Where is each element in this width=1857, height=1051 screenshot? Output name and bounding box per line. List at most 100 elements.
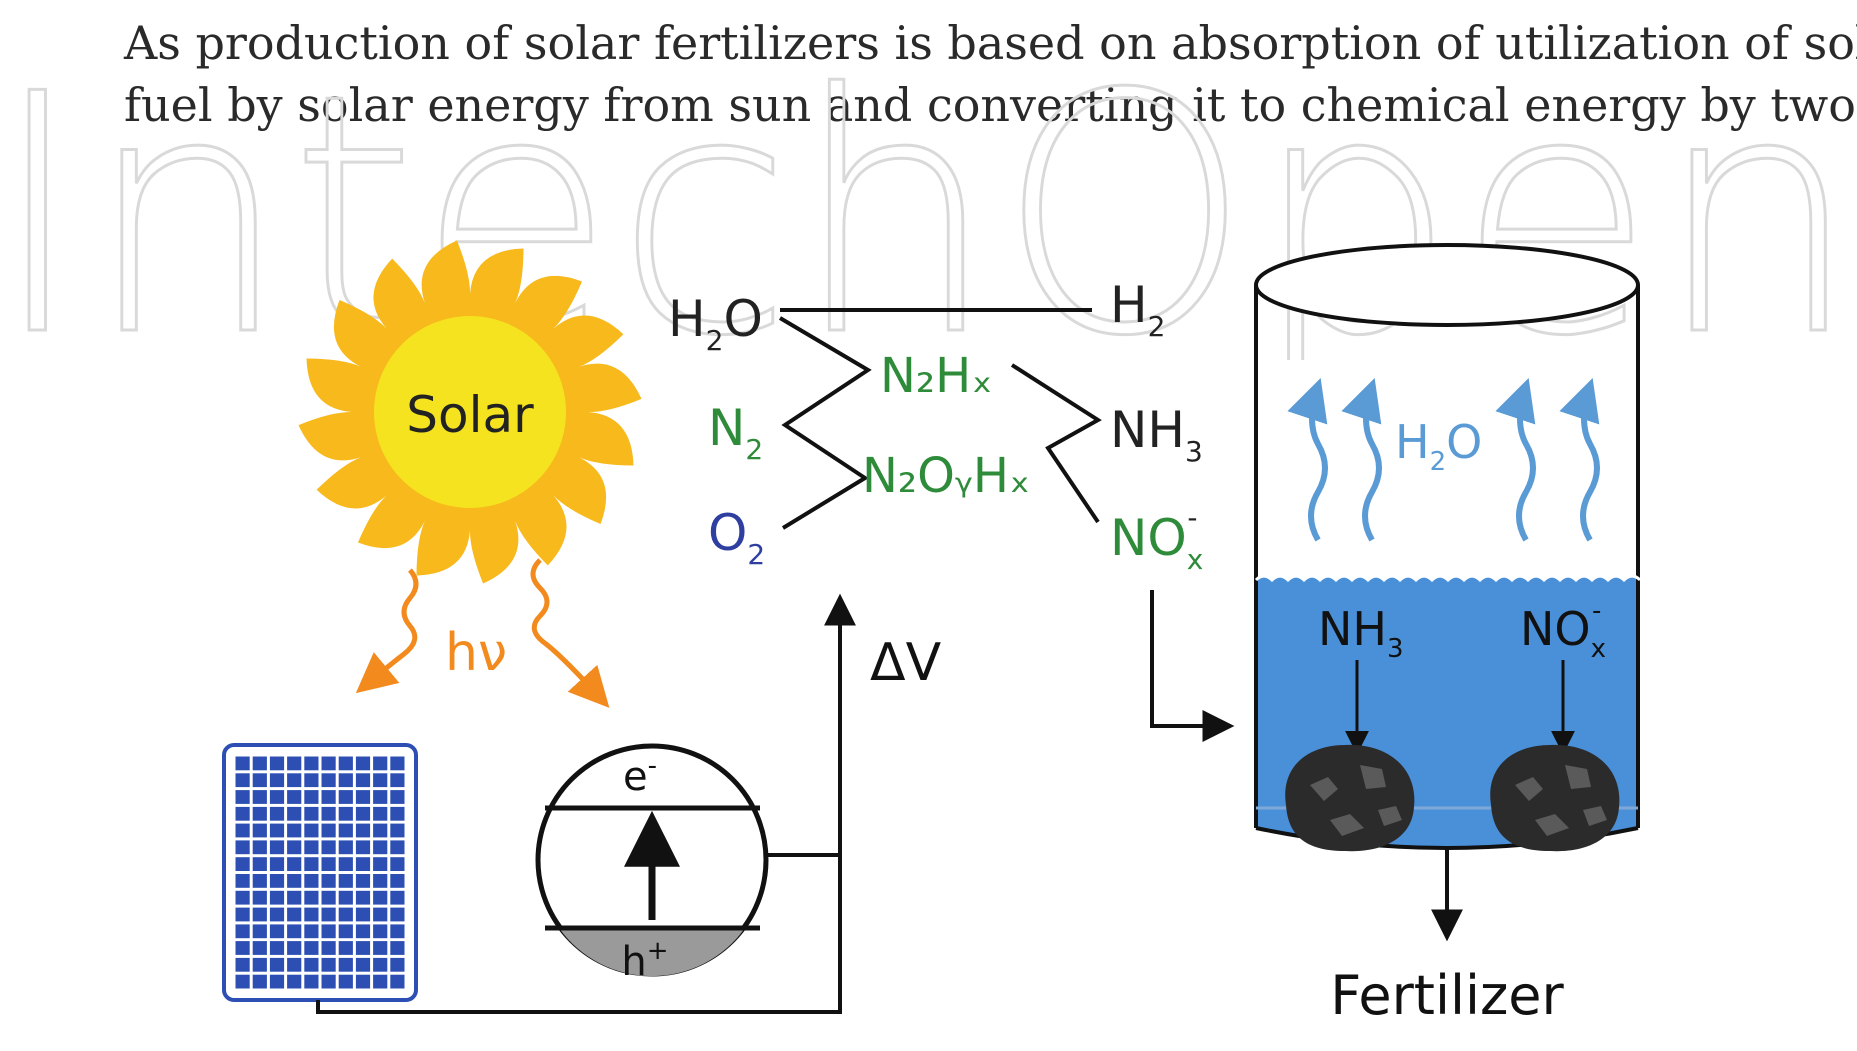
solar-cell: [252, 890, 267, 905]
product-to-tank-arrow: [1150, 590, 1235, 742]
solar-cell: [390, 840, 405, 855]
solar-cell: [321, 806, 336, 821]
solar-cell: [235, 773, 250, 788]
solar-cell: [373, 890, 388, 905]
photon-wave-left: [355, 568, 419, 694]
solar-cell: [287, 907, 302, 922]
solar-cell: [338, 907, 353, 922]
solar-panel-cells: [235, 756, 405, 989]
solar-cell: [287, 974, 302, 989]
solar-cell: [269, 790, 285, 804]
reactor-tank: H2O NH3 NOx-: [1254, 243, 1642, 942]
vapor-arrows: [1287, 378, 1600, 542]
solar-cell: [321, 957, 336, 972]
solar-cell: [355, 857, 371, 871]
solar-cell: [269, 924, 285, 939]
solar-cell: [304, 806, 319, 821]
solar-cell: [252, 823, 267, 838]
solar-panel: [222, 743, 418, 1002]
vapor-arrow: [1287, 378, 1328, 542]
solar-cell: [287, 756, 302, 771]
photon-label: hν: [445, 623, 507, 683]
solar-cell: [304, 874, 319, 888]
solar-cell: [269, 957, 285, 972]
solar-cell: [321, 874, 336, 888]
solar-cell: [287, 823, 302, 838]
product-ammonia: NH3: [1110, 401, 1203, 468]
solar-cell: [355, 790, 371, 804]
solar-cell: [252, 874, 267, 888]
solar-cell: [235, 874, 250, 888]
solar-cell: [373, 756, 388, 771]
intermediate-n2oyhx: N₂OᵧHₓ: [862, 448, 1030, 504]
solar-cell: [338, 924, 353, 939]
solar-cell: [373, 806, 388, 821]
solar-cell: [287, 790, 302, 804]
solar-cell: [338, 941, 353, 955]
solar-cell: [287, 957, 302, 972]
solar-cell: [304, 773, 319, 788]
solar-cell: [235, 924, 250, 939]
photon-wave-right: [530, 558, 610, 708]
solar-cell: [269, 874, 285, 888]
solar-cell: [355, 957, 371, 972]
solar-cell: [390, 756, 405, 771]
solar-cell: [269, 941, 285, 955]
solar-cell: [304, 907, 319, 922]
solar-cell: [252, 974, 267, 989]
solar-cell: [338, 957, 353, 972]
solar-cell: [373, 773, 388, 788]
solar-cell: [269, 890, 285, 905]
solar-cell: [338, 756, 353, 771]
solar-cell: [252, 957, 267, 972]
solar-cell: [321, 840, 336, 855]
solar-cell: [252, 756, 267, 771]
solar-cell: [373, 974, 388, 989]
solar-cell: [252, 924, 267, 939]
solar-cell: [235, 756, 250, 771]
solar-cell: [269, 773, 285, 788]
solar-cell: [321, 773, 336, 788]
solar-cell: [355, 874, 371, 888]
solar-cell: [269, 806, 285, 821]
solar-cell: [235, 857, 250, 871]
sun-disc: [374, 316, 566, 508]
solar-cell: [355, 756, 371, 771]
solar-cell: [373, 941, 388, 955]
product-hydrogen: H2: [1110, 276, 1165, 343]
solar-cell: [390, 874, 405, 888]
solar-cell: [355, 840, 371, 855]
solar-cell: [390, 974, 405, 989]
solar-cell: [252, 857, 267, 871]
solar-cell: [338, 823, 353, 838]
solar-cell: [304, 756, 319, 771]
solar-cell: [235, 974, 250, 989]
solar-cell: [287, 806, 302, 821]
solar-cell: [252, 773, 267, 788]
intro-line-2: fuel by solar energy from sun and conver…: [124, 78, 1856, 132]
solar-cell: [269, 974, 285, 989]
solar-cell: [235, 890, 250, 905]
solar-cell: [373, 857, 388, 871]
tank-nh3-label: NH3: [1318, 602, 1404, 664]
solar-cell: [304, 857, 319, 871]
solar-cell: [373, 823, 388, 838]
solar-cell: [338, 874, 353, 888]
electron-label: e-: [623, 751, 657, 800]
solar-cell: [235, 957, 250, 972]
intro-paragraph: As production of solar fertilizers is ba…: [124, 12, 1857, 136]
solar-cell: [338, 790, 353, 804]
solar-cell: [338, 806, 353, 821]
sun-label: Solar: [406, 386, 534, 444]
solar-cell: [252, 806, 267, 821]
solar-cell: [321, 974, 336, 989]
solar-cell: [390, 806, 405, 821]
voltage-label: ΔV: [870, 633, 942, 693]
solar-cell: [235, 840, 250, 855]
solar-cell: [338, 857, 353, 871]
solar-cell: [235, 806, 250, 821]
solar-cell: [390, 857, 405, 871]
solar-cell: [269, 823, 285, 838]
solar-cell: [269, 756, 285, 771]
solar-cell: [355, 806, 371, 821]
